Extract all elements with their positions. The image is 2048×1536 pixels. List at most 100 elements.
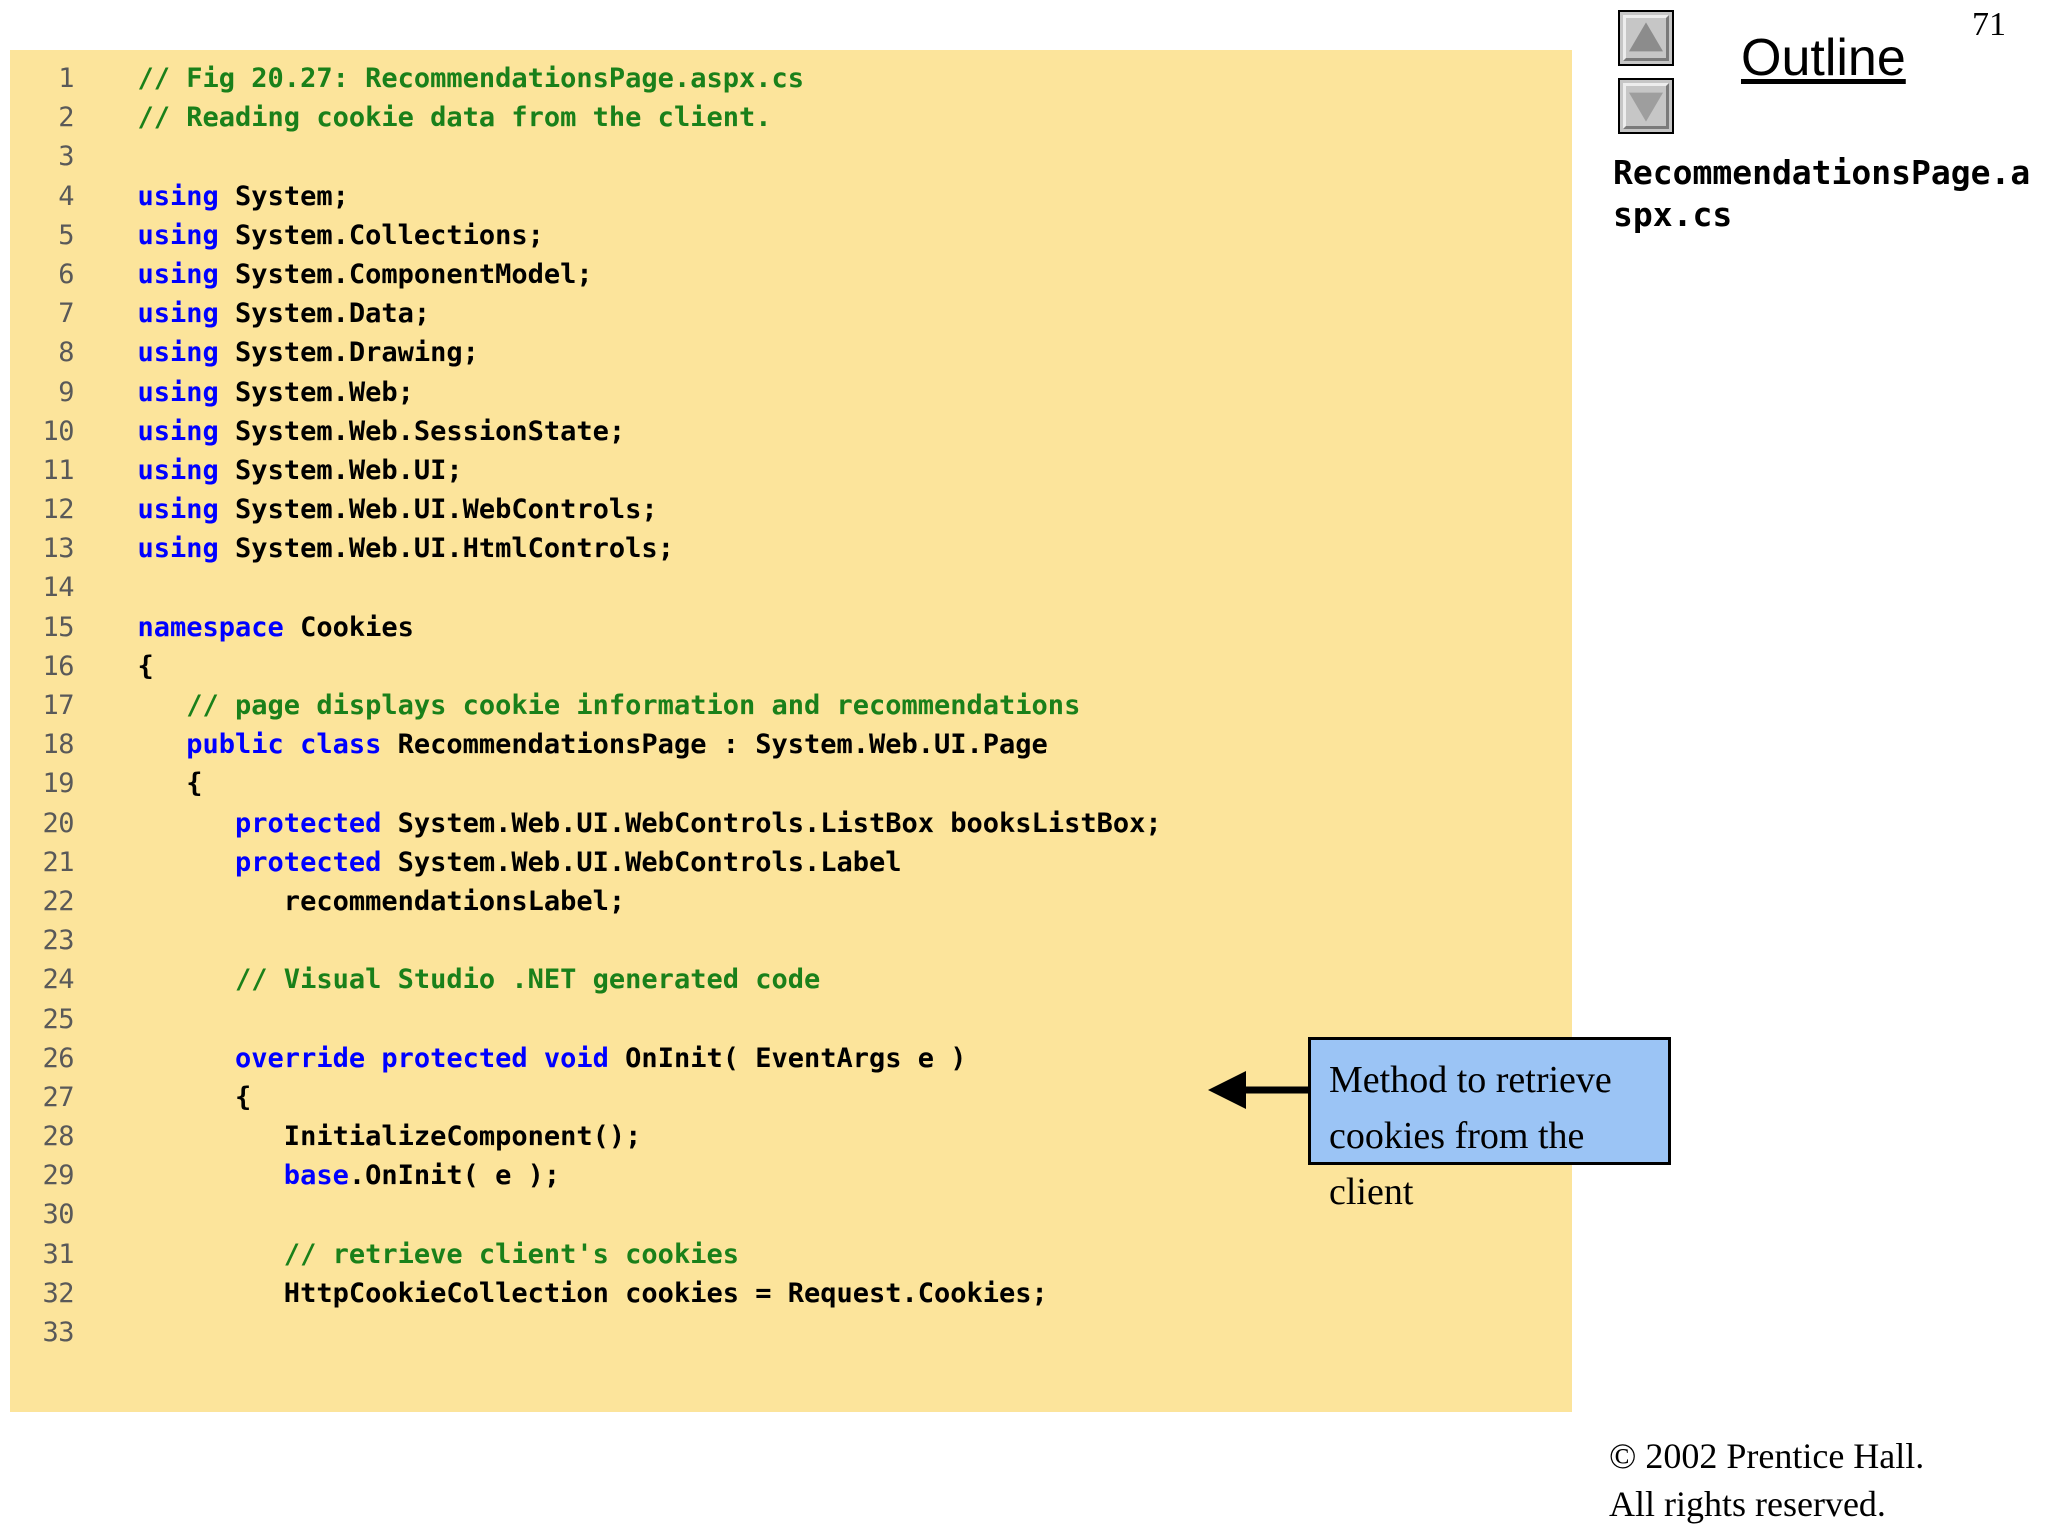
code-listing-panel: 1 // Fig 20.27: RecommendationsPage.aspx… <box>10 50 1572 1412</box>
line-number: 1 <box>58 63 74 94</box>
line-number: 21 <box>42 846 74 878</box>
code-token-kw: protected <box>105 807 382 839</box>
code-line-text: using System.Data; <box>105 294 431 333</box>
line-number: 10 <box>42 415 74 447</box>
outline-file-name: RecommendationsPage.aspx.cs <box>1613 153 2031 234</box>
code-token-comment: // retrieve client's cookies <box>105 1238 739 1270</box>
callout-line-2: cookies from the client <box>1329 1115 1585 1213</box>
code-line-text: using System.Web.SessionState; <box>105 412 626 451</box>
code-line: 14 <box>10 568 1572 607</box>
code-line: 23 <box>10 921 1572 960</box>
line-number: 22 <box>42 885 74 917</box>
line-number: 25 <box>42 1003 74 1035</box>
code-line-text: // page displays cookie information and … <box>105 686 1080 725</box>
line-number: 8 <box>58 337 74 369</box>
code-line-text: recommendationsLabel; <box>105 882 625 921</box>
outline-heading: Outline <box>1741 29 1906 87</box>
code-token-plain: System.Web.UI; <box>218 454 463 486</box>
code-token-kw: base <box>105 1160 349 1192</box>
code-token-plain: recommendationsLabel; <box>105 885 626 917</box>
scroll-down-bevel <box>1623 83 1669 129</box>
line-number: 19 <box>42 768 74 800</box>
code-token-plain: System.Web.SessionState; <box>218 415 626 447</box>
code-line: 3 <box>10 137 1572 176</box>
code-line-text: // Reading cookie data from the client. <box>105 98 772 137</box>
code-token-comment: // Fig 20.27: RecommendationsPage.aspx.c… <box>105 63 804 94</box>
code-token-plain: InitializeComponent(); <box>105 1121 642 1153</box>
code-token-kw: using <box>105 454 219 486</box>
line-number: 30 <box>42 1199 74 1231</box>
code-line: 21 protected System.Web.UI.WebControls.L… <box>10 843 1572 882</box>
code-line: 17 // page displays cookie information a… <box>10 686 1572 725</box>
code-token-plain: .OnInit( e ); <box>348 1160 561 1192</box>
code-token-plain: System.Web.UI.WebControls.Label <box>381 846 902 878</box>
callout-annotation: Method to retrieve cookies from the clie… <box>1308 1037 1671 1213</box>
code-token-kw: override protected void <box>105 1042 609 1074</box>
code-token-plain: System.Drawing; <box>218 337 479 369</box>
code-token-plain: OnInit( EventArgs e ) <box>608 1042 967 1074</box>
line-number: 32 <box>42 1277 74 1309</box>
code-token-plain: System; <box>218 180 349 212</box>
code-line: 32 HttpCookieCollection cookies = Reques… <box>10 1274 1572 1313</box>
code-token-kw: using <box>105 415 219 447</box>
line-number: 24 <box>42 964 74 996</box>
code-line-text: InitializeComponent(); <box>105 1117 642 1156</box>
code-token-kw: using <box>105 180 219 212</box>
code-line-text: // retrieve client's cookies <box>105 1235 739 1274</box>
line-number: 7 <box>58 298 74 330</box>
line-number: 31 <box>42 1238 74 1270</box>
line-number: 4 <box>58 180 74 212</box>
line-number: 23 <box>42 925 74 957</box>
code-line-text: override protected void OnInit( EventArg… <box>105 1039 967 1078</box>
scroll-up-bevel <box>1623 15 1669 61</box>
code-line: 11 using System.Web.UI; <box>10 451 1572 490</box>
code-line: 7 using System.Data; <box>10 294 1572 333</box>
code-line: 4 using System; <box>10 177 1572 216</box>
code-line-text: namespace Cookies <box>105 608 414 647</box>
line-number: 15 <box>42 611 74 643</box>
line-number: 9 <box>58 376 74 408</box>
code-token-plain: System.ComponentModel; <box>218 258 593 290</box>
code-token-kw: using <box>105 337 219 369</box>
line-number: 29 <box>42 1160 74 1192</box>
code-token-comment: // Visual Studio .NET generated code <box>105 964 821 996</box>
scroll-up-button[interactable] <box>1618 10 1674 66</box>
code-token-plain: { <box>105 650 154 682</box>
code-line: 2 // Reading cookie data from the client… <box>10 98 1572 137</box>
line-number: 20 <box>42 807 74 839</box>
code-line: 28 InitializeComponent(); <box>10 1117 1572 1156</box>
code-line-text: public class RecommendationsPage : Syste… <box>105 725 1048 764</box>
line-number: 11 <box>42 454 74 486</box>
code-line: 25 <box>10 1000 1572 1039</box>
arrow-left-icon <box>1208 1071 1312 1109</box>
code-line: 26 override protected void OnInit( Event… <box>10 1039 1572 1078</box>
line-number: 14 <box>42 572 74 604</box>
code-token-plain: System.Web.UI.HtmlControls; <box>218 533 674 565</box>
triangle-up-icon <box>1629 22 1663 52</box>
code-line-text: using System.Web; <box>105 373 414 412</box>
code-token-kw: using <box>105 533 219 565</box>
code-line-text: using System.Web.UI; <box>105 451 463 490</box>
code-token-plain: HttpCookieCollection cookies = Request.C… <box>105 1277 1048 1309</box>
code-token-kw: using <box>105 298 219 330</box>
code-token-plain: System.Data; <box>218 298 431 330</box>
line-number: 27 <box>42 1081 74 1113</box>
code-token-plain: System.Web.UI.WebControls; <box>218 494 658 526</box>
code-line-text: { <box>105 1078 251 1117</box>
code-line-text: using System.Drawing; <box>105 333 479 372</box>
code-line-text: { <box>105 647 154 686</box>
code-token-plain: { <box>105 1081 252 1113</box>
code-line-text: // Visual Studio .NET generated code <box>105 960 820 999</box>
scroll-down-button[interactable] <box>1618 78 1674 134</box>
code-line: 33 <box>10 1313 1572 1352</box>
code-line: 15 namespace Cookies <box>10 608 1572 647</box>
code-line: 16 { <box>10 647 1572 686</box>
code-token-kw: public class <box>105 729 382 761</box>
code-token-kw: using <box>105 376 219 408</box>
code-line: 18 public class RecommendationsPage : Sy… <box>10 725 1572 764</box>
code-lines-container: 1 // Fig 20.27: RecommendationsPage.aspx… <box>10 59 1572 1352</box>
callout-line-1: Method to retrieve <box>1329 1059 1612 1101</box>
code-line: 22 recommendationsLabel; <box>10 882 1572 921</box>
code-line-text: using System; <box>105 177 349 216</box>
code-line: 24 // Visual Studio .NET generated code <box>10 960 1572 999</box>
